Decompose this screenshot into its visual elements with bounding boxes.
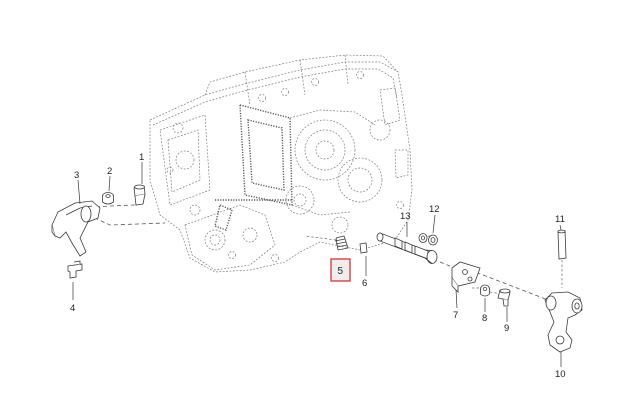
callout-10[interactable]: 10 — [555, 369, 566, 380]
bolt-part-1 — [133, 184, 146, 206]
pin-part-11 — [557, 229, 567, 260]
callout-1[interactable]: 1 — [139, 152, 144, 163]
fork-pad-part-4 — [67, 260, 83, 279]
washer-part-8 — [480, 284, 490, 297]
callout-13[interactable]: 13 — [400, 211, 411, 222]
callout-5[interactable]: 5 — [338, 266, 344, 277]
nut-part-2 — [102, 192, 114, 205]
callout-11[interactable]: 11 — [555, 214, 565, 225]
pin-part-6 — [359, 242, 368, 254]
bracket-plate-part-7 — [451, 261, 481, 293]
callout-4[interactable]: 4 — [70, 303, 75, 314]
callout-6[interactable]: 6 — [362, 278, 367, 289]
transmission-housing — [149, 54, 413, 273]
callout-5-highlight-box — [330, 258, 351, 282]
callout-8[interactable]: 8 — [482, 313, 487, 324]
callout-2[interactable]: 2 — [107, 166, 112, 177]
shift-fork-part-3 — [51, 200, 101, 257]
spring-part-5 — [334, 235, 349, 251]
leader-lines — [72, 162, 562, 367]
callout-12[interactable]: 12 — [429, 204, 440, 215]
callout-3[interactable]: 3 — [74, 170, 79, 181]
callout-labels: 1 2 3 4 5 6 7 8 9 10 11 12 13 — [70, 152, 566, 380]
shift-lever-part-10 — [544, 291, 583, 353]
assembly-axes — [87, 204, 563, 301]
bolt-part-9 — [497, 288, 511, 307]
washers-part-12 — [418, 233, 438, 246]
callout-7[interactable]: 7 — [453, 310, 458, 321]
callout-9[interactable]: 9 — [504, 323, 509, 334]
shift-rod-part-13 — [376, 232, 438, 264]
